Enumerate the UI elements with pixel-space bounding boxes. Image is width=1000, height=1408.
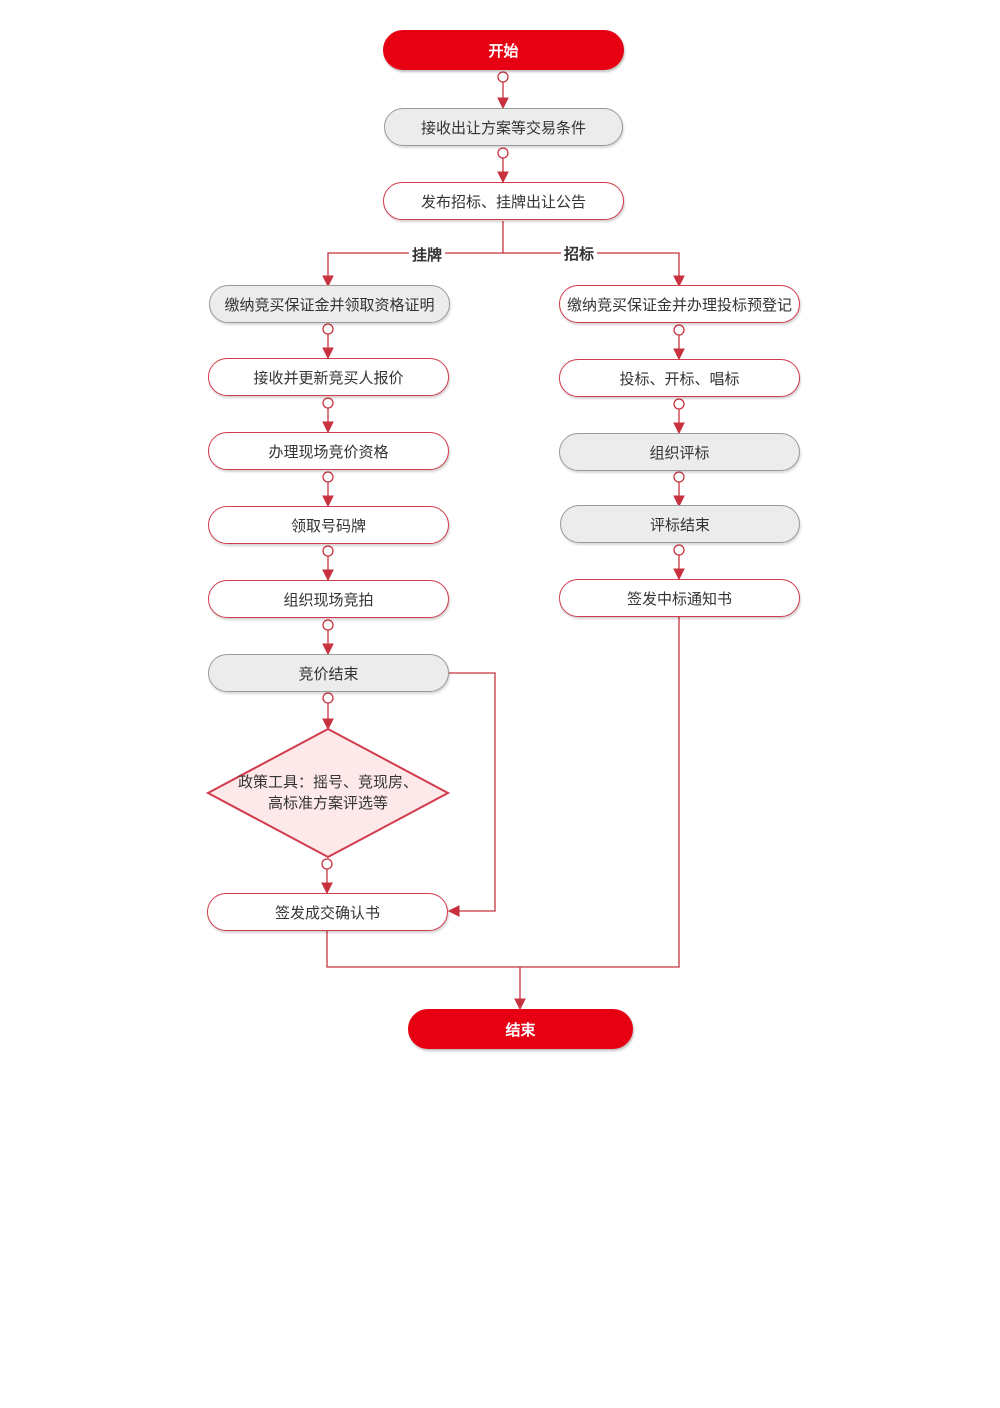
connector-merge-right (520, 617, 680, 968)
connector-dot (322, 619, 334, 631)
start-node: 开始 (383, 30, 624, 70)
connector-dot (321, 858, 333, 870)
connector-dot (497, 71, 509, 83)
policy-tools-line2: 高标准方案评选等 (267, 794, 388, 812)
connector-dot (322, 397, 334, 409)
decision-diamond (205, 727, 451, 859)
end-node: 结束 (408, 1009, 633, 1049)
branch-label-listing: 挂牌 (409, 244, 446, 265)
onsite-bidding-node: 组织现场竞拍 (208, 580, 449, 618)
connector-dot (673, 471, 685, 483)
publish-notice-node: 发布招标、挂牌出让公告 (383, 182, 624, 220)
evaluation-node: 组织评标 (559, 433, 800, 471)
connector-dot (673, 324, 685, 336)
branch-label-tender: 招标 (561, 243, 598, 264)
connector-bypass (447, 672, 496, 917)
bidding-end-node: 竞价结束 (208, 654, 449, 692)
policy-tools-text: 政策工具：摇号、竞现房、 高标准方案评选等 (218, 772, 438, 814)
listing-deposit-node: 缴纳竞买保证金并领取资格证明 (209, 285, 450, 323)
connector-merge-left (326, 931, 520, 968)
number-plate-node: 领取号码牌 (208, 506, 449, 544)
connector-dot (322, 692, 334, 704)
connector-dot (497, 147, 509, 159)
connector-dot (673, 544, 685, 556)
evaluation-end-node: 评标结束 (560, 505, 800, 543)
receive-conditions-node: 接收出让方案等交易条件 (384, 108, 623, 146)
connector-dot (322, 323, 334, 335)
policy-tools-line1: 政策工具：摇号、竞现房、 (237, 773, 418, 791)
bid-open-node: 投标、开标、唱标 (559, 359, 800, 397)
update-quote-node: 接收并更新竞买人报价 (208, 358, 449, 396)
connector-dot (322, 471, 334, 483)
award-notice-node: 签发中标通知书 (559, 579, 800, 617)
connector-dot (322, 545, 334, 557)
confirmation-node: 签发成交确认书 (207, 893, 448, 931)
onsite-qualification-node: 办理现场竞价资格 (208, 432, 449, 470)
connector-dot (673, 398, 685, 410)
tender-deposit-register-node: 缴纳竞买保证金并办理投标预登记 (559, 285, 800, 323)
